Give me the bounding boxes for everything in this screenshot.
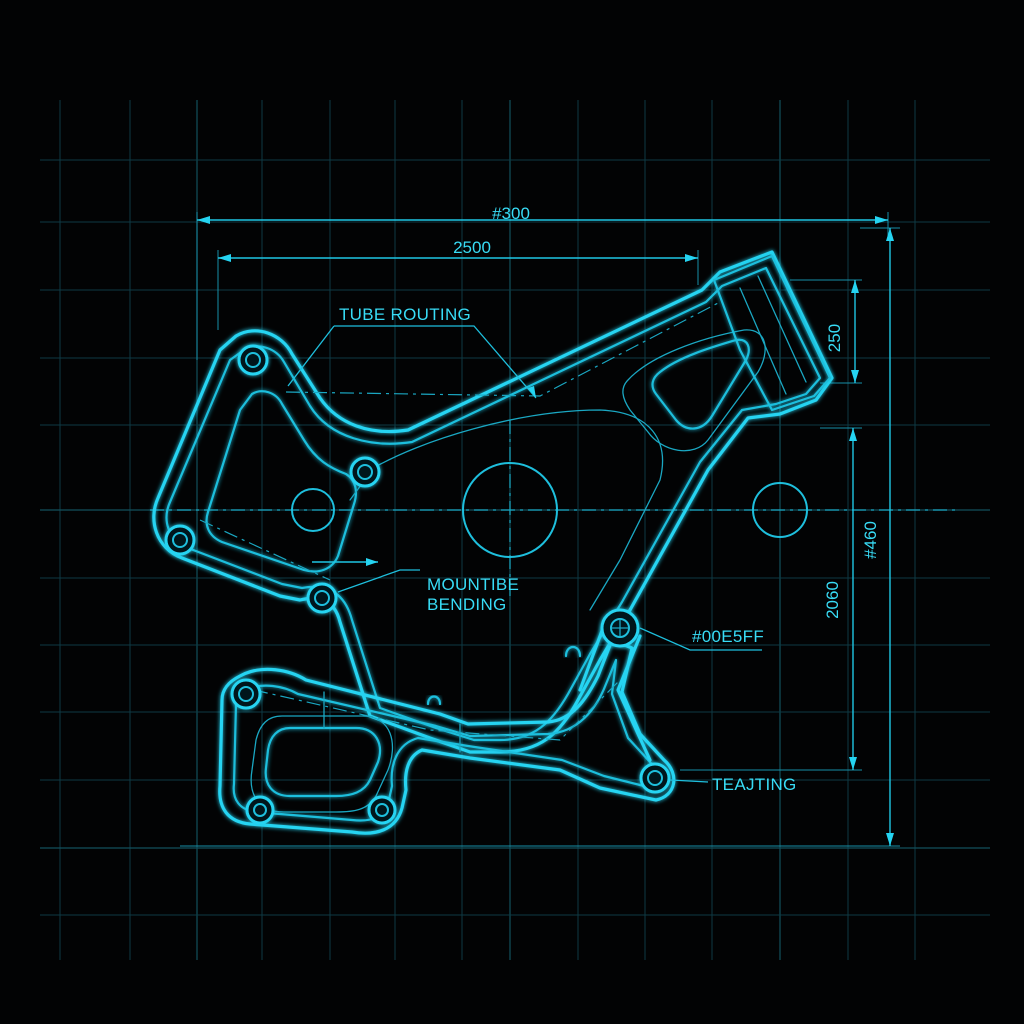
lower-frame <box>218 618 676 835</box>
bolt-gusset-left <box>164 524 196 556</box>
tube-routing-label: TUBE ROUTING <box>339 305 471 324</box>
bolt-rear-mount <box>639 762 671 794</box>
bolt-gusset-bottom <box>306 582 338 614</box>
mount-bending-label-line2: BENDING <box>427 595 507 614</box>
bolt-points <box>164 344 671 825</box>
dimension-lower-height: 2060 <box>680 427 862 771</box>
background-grid <box>40 100 990 960</box>
dimension-top-height: 250 <box>790 279 862 384</box>
dimension-overall-height: #460 <box>180 227 900 847</box>
annotation-mount-bending: MOUNTIBE BENDING <box>312 558 519 614</box>
dimension-inner-width-label: 2500 <box>453 238 491 257</box>
bolt-swingarm-front <box>230 678 262 710</box>
dimension-overall-width: #300 <box>196 204 889 360</box>
dimension-overall-width-label: #300 <box>492 204 530 223</box>
bolt-top-left <box>237 344 269 376</box>
dimension-top-height-label: 250 <box>825 324 844 352</box>
annotation-tube-routing: TUBE ROUTING <box>287 305 537 399</box>
dimension-overall-height-label: #460 <box>861 521 880 559</box>
dimension-lower-height-label: 2060 <box>823 581 842 619</box>
bolt-gusset-top <box>349 456 381 488</box>
center-reference-circle <box>462 462 558 558</box>
annotation-testing: TEAJTING <box>669 775 797 794</box>
reference-circles <box>291 462 808 558</box>
bolt-swingarm-bottom-right <box>367 795 397 825</box>
color-code-label: #00E5FF <box>692 627 764 646</box>
mount-bending-label-line1: MOUNTIBE <box>427 575 519 594</box>
bolt-swingarm-bottom-left <box>245 795 275 825</box>
testing-label: TEAJTING <box>712 775 797 794</box>
left-plate-hole <box>291 488 335 532</box>
annotation-color-code: #00E5FF <box>639 627 764 651</box>
right-reference-circle <box>752 482 808 538</box>
dimension-inner-width: 2500 <box>217 238 699 330</box>
upper-frame <box>152 250 834 754</box>
